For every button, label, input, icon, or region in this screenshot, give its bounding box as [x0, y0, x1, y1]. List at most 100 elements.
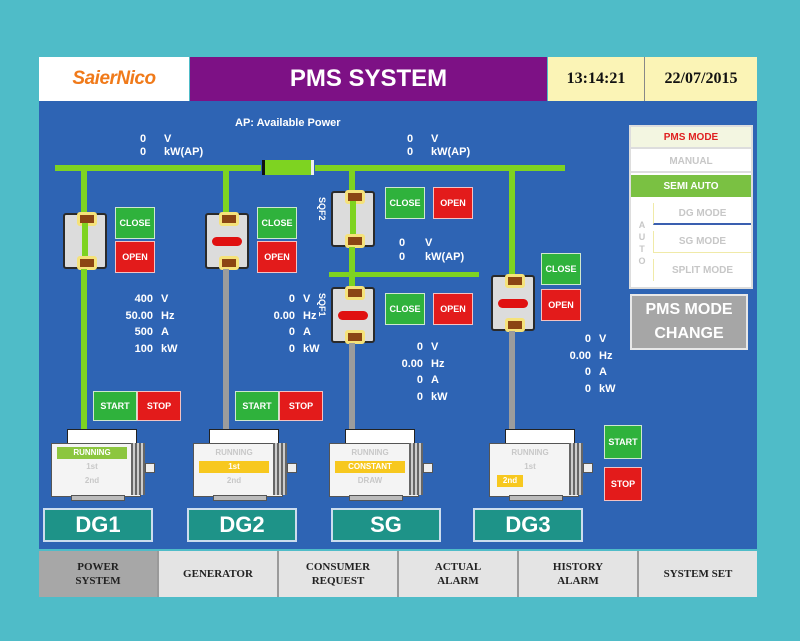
sg-upper-breaker[interactable] — [331, 190, 375, 248]
dg3-generator-icon[interactable]: RUNNING 1st 2nd — [485, 429, 597, 501]
dg3-breaker[interactable] — [491, 274, 535, 332]
dg2-stop-button[interactable]: STOP — [279, 391, 323, 421]
bus-right-voltage: 0 — [407, 133, 414, 145]
bus-left-power: 0 — [140, 146, 147, 158]
auto-letter: U — [638, 232, 646, 242]
breaker-open-indicator — [212, 237, 242, 246]
auto-letter: T — [639, 244, 645, 254]
sg-status-0: RUNNING — [351, 448, 389, 457]
unit-hz: Hz — [431, 357, 445, 370]
breaker-contact — [345, 234, 365, 248]
tab-consumer-request[interactable]: CONSUMER REQUEST — [279, 551, 399, 597]
sg-feeder-mid — [349, 247, 355, 287]
mode-auto-group-label: A U T O — [631, 199, 653, 287]
dg1-current: 500 — [134, 326, 153, 338]
dg1-power: 100 — [134, 342, 153, 355]
bus-left-voltage-unit: V — [164, 133, 172, 145]
tab-label: SYSTEM — [75, 575, 121, 587]
sg-lower-open-button[interactable]: OPEN — [433, 293, 473, 325]
pms-mode-title: PMS MODE — [631, 127, 751, 149]
dg1-open-button[interactable]: OPEN — [115, 241, 155, 273]
auto-letter: O — [638, 256, 646, 266]
sg-feeder-lower — [349, 343, 355, 433]
dg3-label: DG3 — [473, 508, 583, 542]
dg3-close-button[interactable]: CLOSE — [541, 253, 581, 285]
dg2-feeder-upper — [223, 169, 229, 215]
brand-logo: SaierNico — [39, 57, 189, 101]
bus-right-power: 0 — [407, 146, 414, 158]
tab-system-set[interactable]: SYSTEM SET — [639, 551, 757, 597]
sg-generator-icon[interactable]: RUNNING CONSTANT DRAW — [325, 429, 437, 501]
dg3-status-2: 2nd — [497, 475, 523, 487]
busbar-sg — [329, 272, 479, 277]
dg3-start-button[interactable]: START — [604, 425, 642, 459]
unit-a: A — [161, 326, 169, 338]
unit-v: V — [599, 333, 607, 345]
bus-right-power-unit: kW(AP) — [431, 146, 471, 158]
bus-right-voltage-unit: V — [431, 133, 439, 145]
busbar-left — [55, 165, 261, 171]
dg3-frequency: 0.00 — [569, 349, 591, 362]
breaker-contact — [219, 212, 239, 226]
mode-dg-option[interactable]: DG MODE — [653, 203, 751, 225]
unit-hz: Hz — [599, 349, 613, 362]
unit-v: V — [303, 293, 311, 305]
legend-available-power: AP: Available Power — [235, 117, 341, 129]
bus-tie-breaker[interactable] — [262, 160, 314, 175]
tab-label: ACTUAL — [434, 561, 482, 573]
tab-actual-alarm[interactable]: ACTUAL ALARM — [399, 551, 519, 597]
dg1-generator-icon[interactable]: RUNNING 1st 2nd — [47, 429, 159, 501]
dg2-start-button[interactable]: START — [235, 391, 279, 421]
sg-status-2: DRAW — [357, 476, 383, 485]
tab-label: REQUEST — [311, 575, 365, 587]
tab-generator[interactable]: GENERATOR — [159, 551, 279, 597]
dg1-close-button[interactable]: CLOSE — [115, 207, 155, 239]
sg-upper-close-button[interactable]: CLOSE — [385, 187, 425, 219]
dg1-breaker[interactable] — [63, 212, 107, 270]
sg-lower-close-button[interactable]: CLOSE — [385, 293, 425, 325]
sg-lower-breaker[interactable] — [331, 286, 375, 344]
dg2-generator-icon[interactable]: RUNNING 1st 2nd — [189, 429, 301, 501]
tab-label: CONSUMER — [305, 561, 371, 573]
sg-current: 0 — [416, 374, 423, 386]
dg2-power: 0 — [288, 342, 295, 355]
mode-sg-option[interactable]: SG MODE — [653, 231, 751, 253]
bus-left-power-unit: kW(AP) — [164, 146, 204, 158]
sg-feeder-top — [349, 169, 355, 193]
dg1-status-2: 2nd — [84, 476, 100, 485]
dg2-frequency: 0.00 — [273, 309, 295, 322]
sg-upper-breaker-label: SQF2 — [317, 197, 327, 221]
sg-lower-breaker-label: SQF1 — [317, 293, 327, 317]
sg-upper-open-button[interactable]: OPEN — [433, 187, 473, 219]
bus-sg-voltage-unit: V — [425, 237, 433, 249]
tab-label: ALARM — [437, 575, 479, 587]
dg1-voltage: 400 — [134, 293, 153, 305]
dg3-voltage: 0 — [584, 333, 591, 345]
page-title: PMS SYSTEM — [190, 57, 547, 101]
unit-a: A — [303, 326, 311, 338]
mode-semi-auto-option[interactable]: SEMI AUTO — [631, 175, 751, 197]
pms-mode-panel: PMS MODE MANUAL SEMI AUTO A U T O DG MOD… — [629, 125, 753, 289]
unit-kw: kW — [599, 382, 616, 395]
mode-manual-option[interactable]: MANUAL — [631, 151, 751, 173]
dg1-stop-button[interactable]: STOP — [137, 391, 181, 421]
dg2-breaker[interactable] — [205, 212, 249, 270]
dg1-start-button[interactable]: START — [93, 391, 137, 421]
dg2-close-button[interactable]: CLOSE — [257, 207, 297, 239]
unit-kw: kW — [161, 342, 178, 355]
mode-split-option[interactable]: SPLIT MODE — [653, 259, 751, 281]
dg1-frequency: 50.00 — [125, 309, 153, 322]
dg3-stop-button[interactable]: STOP — [604, 467, 642, 501]
dg3-open-button[interactable]: OPEN — [541, 289, 581, 321]
breaker-contact — [219, 256, 239, 270]
tab-label: ALARM — [557, 575, 599, 587]
dg2-open-button[interactable]: OPEN — [257, 241, 297, 273]
breaker-closed-indicator — [350, 201, 356, 237]
pms-mode-change-button[interactable]: PMS MODE CHANGE — [630, 294, 748, 350]
unit-hz: Hz — [303, 309, 317, 322]
